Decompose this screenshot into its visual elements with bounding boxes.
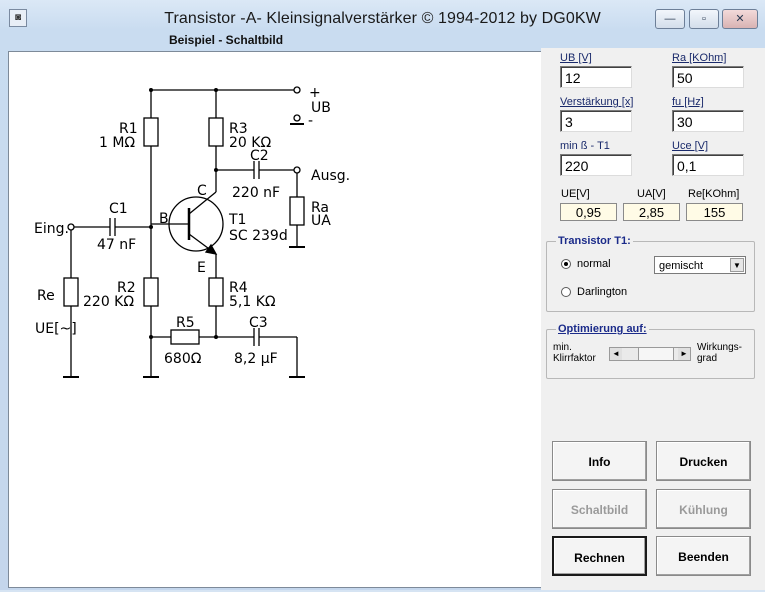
base-label: B (159, 211, 169, 227)
info-button[interactable]: Info (552, 441, 647, 481)
window-title: Transistor -A- Kleinsignalverstärker © 1… (164, 10, 601, 27)
darlington-radio-label: Darlington (577, 286, 628, 298)
collector-label: C (197, 183, 207, 199)
eing-label: Eing. (34, 221, 69, 237)
optimierung-group (546, 329, 755, 379)
optimierung-group-title: Optimierung auf: (556, 323, 649, 335)
schematic-panel: R1 1 MΩ R3 20 KΩ C2 220 nF + UB - Ausg. … (8, 51, 542, 588)
maximize-button[interactable]: ▫ (689, 9, 719, 29)
r3-label: R3 (229, 121, 248, 137)
c1-label: C1 (109, 201, 128, 217)
t1-label: T1 (228, 212, 246, 228)
ausg-label: Ausg. (311, 168, 350, 184)
beta-label: min ß - T1 (560, 140, 610, 152)
uce-field[interactable]: 0,1 (672, 154, 744, 176)
emitter-label: E (197, 260, 206, 276)
t1-value: SC 239d (229, 228, 288, 244)
chevron-down-icon[interactable]: ▼ (730, 258, 744, 272)
verstaerkung-label: Verstärkung [x] (560, 96, 634, 108)
c3-value: 8,2 µF (234, 351, 278, 367)
close-button[interactable]: ✕ (722, 9, 758, 29)
c2-value: 220 nF (232, 185, 280, 201)
darlington-radio[interactable] (561, 287, 571, 297)
ra-label: Ra (311, 200, 329, 216)
beta-field[interactable]: 220 (560, 154, 632, 176)
verstaerkung-field[interactable]: 3 (560, 110, 632, 132)
r4-label: R4 (229, 280, 248, 296)
min-label: min. (553, 342, 572, 353)
ua-label: UA (311, 213, 331, 229)
r3-resistor (208, 117, 224, 147)
ua-result-label: UA[V] (637, 188, 666, 200)
r2-value: 220 KΩ (83, 294, 134, 310)
r1-label: R1 (119, 121, 138, 137)
re-result: 155 (686, 203, 743, 221)
r1-resistor (143, 117, 159, 147)
normal-radio[interactable] (561, 259, 571, 269)
transistor-group (546, 241, 755, 312)
r2-label: R2 (117, 280, 136, 296)
optimierung-slider[interactable]: ◄ ► (609, 347, 691, 361)
slider-thumb[interactable] (638, 348, 674, 360)
scroll-left-icon[interactable]: ◄ (610, 348, 622, 360)
ub-plus: + (309, 85, 321, 101)
re-result-label: Re[KOhm] (688, 188, 740, 200)
beenden-button[interactable]: Beenden (656, 536, 751, 576)
ra-label: Ra [KOhm] (672, 52, 727, 64)
ua-result: 2,85 (623, 203, 680, 221)
re-resistor (63, 277, 79, 307)
transistor-type-select[interactable]: gemischt ▼ (654, 256, 746, 274)
ub-label: UB (311, 100, 331, 116)
ue-result-label: UE[V] (561, 188, 590, 200)
fu-field[interactable]: 30 (672, 110, 744, 132)
c2-label: C2 (250, 148, 269, 164)
schaltbild-button[interactable]: Schaltbild (552, 489, 647, 529)
r4-value: 5,1 KΩ (229, 294, 276, 310)
r1-value: 1 MΩ (99, 135, 135, 151)
ue-label: UE[~] (35, 321, 77, 337)
ra-field[interactable]: 50 (672, 66, 744, 88)
transistor-type-value: gemischt (659, 260, 704, 272)
minimize-button[interactable]: — (655, 9, 685, 29)
ub-label: UB [V] (560, 52, 592, 64)
title-bar: ◙ Transistor -A- Kleinsignalverstärker ©… (0, 0, 765, 34)
r5-label: R5 (176, 315, 195, 331)
c3-label: C3 (249, 315, 268, 331)
uce-label: Uce [V] (672, 140, 709, 152)
r5-resistor (170, 329, 200, 345)
kuehlung-button[interactable]: Kühlung (656, 489, 751, 529)
re-label: Re (37, 288, 55, 304)
r5-value: 680Ω (164, 351, 202, 367)
ub-minus: - (308, 113, 313, 129)
transistor-group-title: Transistor T1: (556, 235, 633, 247)
r2-resistor (143, 277, 159, 307)
system-menu-icon[interactable]: ◙ (9, 9, 27, 27)
ra-resistor (289, 196, 305, 226)
circuit-diagram: R1 1 MΩ R3 20 KΩ C2 220 nF + UB - Ausg. … (34, 85, 350, 378)
grad-label: grad (697, 353, 718, 364)
ue-result: 0,95 (560, 203, 617, 221)
r4-resistor (208, 277, 224, 307)
normal-radio-label: normal (577, 258, 611, 270)
schematic-caption: Beispiel - Schaltbild (169, 33, 284, 47)
wirkungs-label: Wirkungs- (697, 342, 743, 353)
scroll-right-icon[interactable]: ► (678, 348, 690, 360)
ub-field[interactable]: 12 (560, 66, 632, 88)
klirrfaktor-label: Klirrfaktor (553, 353, 596, 364)
c1-value: 47 nF (97, 237, 136, 253)
r3-value: 20 KΩ (229, 135, 271, 151)
fu-label: fu [Hz] (672, 96, 704, 108)
drucken-button[interactable]: Drucken (656, 441, 751, 481)
rechnen-button[interactable]: Rechnen (552, 536, 647, 576)
